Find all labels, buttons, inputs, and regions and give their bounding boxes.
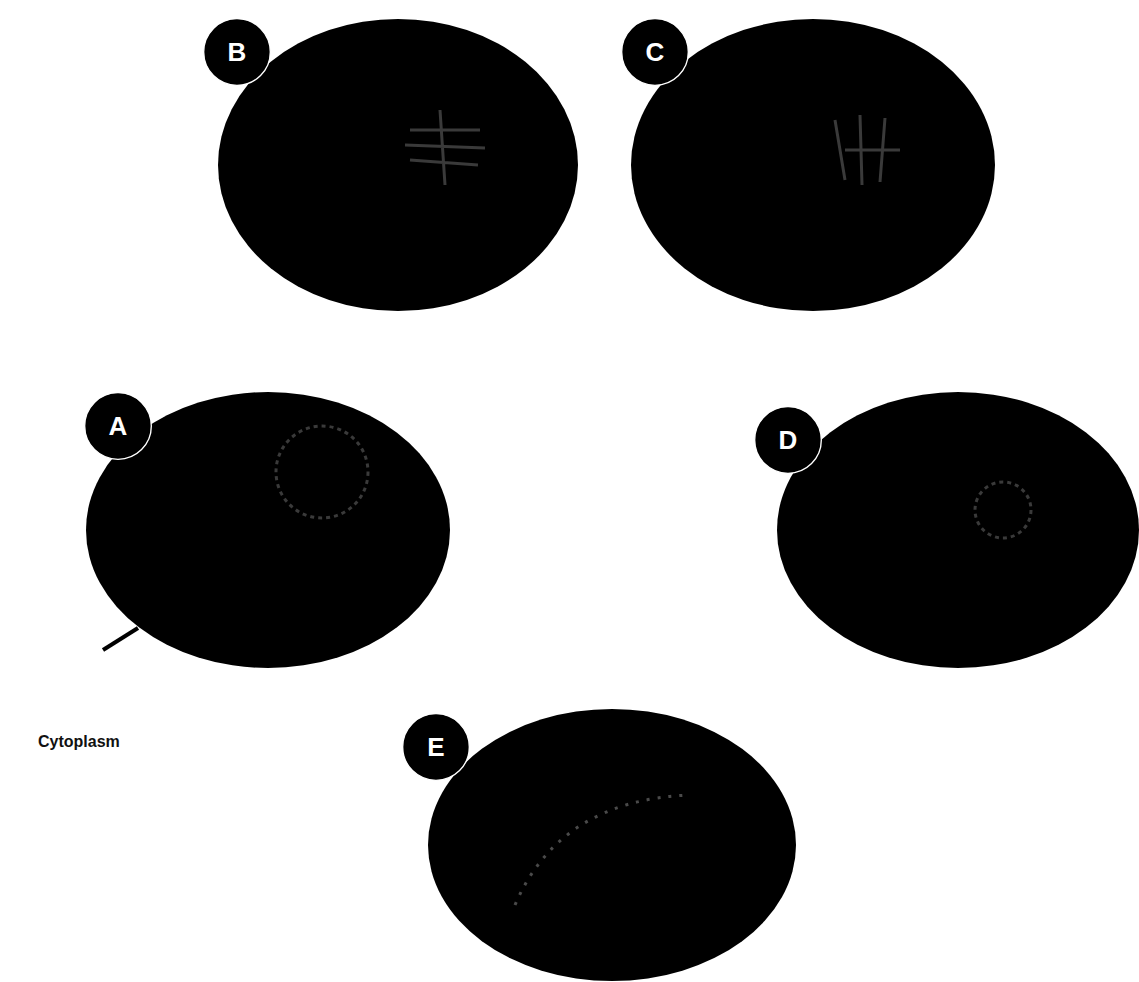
nucleus bbox=[975, 482, 1031, 538]
part-label: Cytoplasm bbox=[38, 733, 120, 751]
nucleus bbox=[276, 426, 368, 518]
stage-badge: E bbox=[402, 713, 470, 781]
stage-badge: D bbox=[754, 406, 822, 474]
stage-letter: B bbox=[228, 39, 247, 65]
stage-badge: A bbox=[84, 392, 152, 460]
stage-letter: E bbox=[427, 734, 444, 760]
chromosomes bbox=[835, 115, 900, 185]
stage-letter: D bbox=[779, 427, 798, 453]
cell-plate bbox=[515, 795, 690, 905]
spindle bbox=[405, 110, 485, 185]
cell-body bbox=[428, 709, 796, 981]
stage-letter: A bbox=[109, 413, 128, 439]
leader-line bbox=[103, 628, 138, 650]
cell-body bbox=[777, 392, 1139, 668]
stage-letter: C bbox=[646, 39, 665, 65]
stage-badge: B bbox=[203, 18, 271, 86]
cell-body bbox=[218, 19, 578, 311]
stage-badge: C bbox=[621, 18, 689, 86]
